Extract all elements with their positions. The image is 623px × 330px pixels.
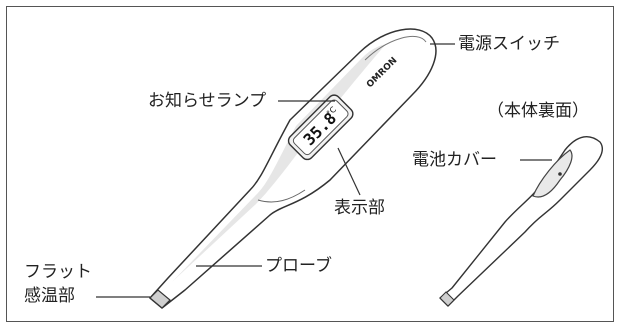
- label-probe: プローブ: [265, 256, 332, 276]
- label-back-view: （本体裏面）: [487, 101, 589, 121]
- back-body-outline: [439, 136, 604, 307]
- label-battery-cover: 電池カバー: [412, 150, 497, 170]
- thermometer-front: 35.8 °C OMRON: [149, 28, 437, 309]
- label-indicator-lamp: お知らせランプ: [148, 91, 267, 111]
- leader-display: [337, 147, 361, 196]
- back-dot: [558, 172, 562, 176]
- thermometer-body-outline: [149, 28, 437, 309]
- body-seam: [257, 189, 306, 203]
- label-flat-sensor-1: フラット: [24, 262, 92, 282]
- flat-tip: [149, 289, 171, 309]
- leader-lines: [96, 43, 552, 298]
- label-display: 表示部: [334, 198, 385, 218]
- label-power-switch: 電源スイッチ: [458, 34, 560, 54]
- battery-cover-shape: [532, 149, 573, 198]
- lcd-display: 35.8 °C: [287, 94, 354, 161]
- thermometer-back: [439, 136, 604, 307]
- head-ridge: [364, 35, 427, 61]
- back-tip: [439, 291, 455, 307]
- label-flat-sensor-2: 感温部: [24, 286, 75, 306]
